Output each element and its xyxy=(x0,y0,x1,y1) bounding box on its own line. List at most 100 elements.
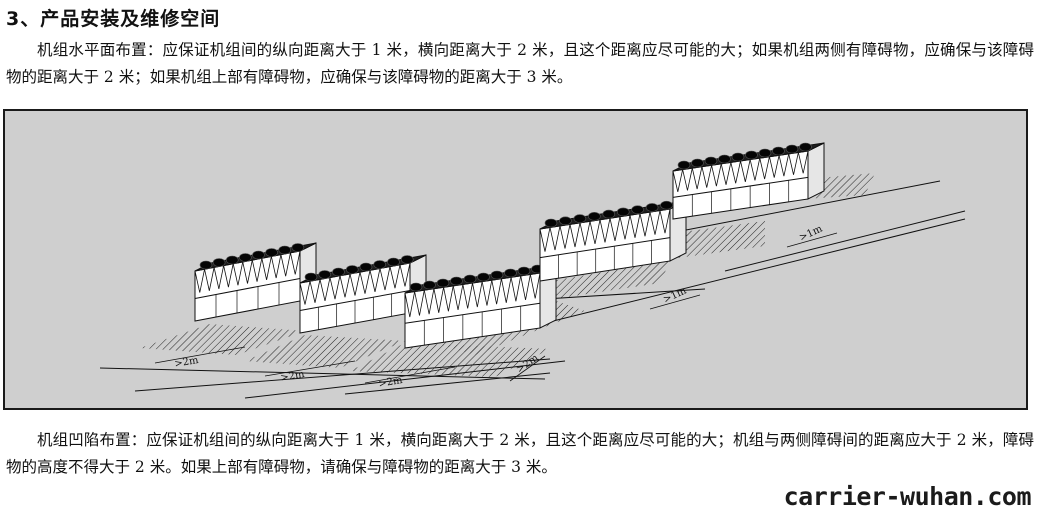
unit-coil-line xyxy=(379,266,391,291)
unit-coil-line xyxy=(423,288,435,315)
unit-fan-icon xyxy=(660,200,673,210)
unit-fan-icon xyxy=(278,245,292,255)
unit-coil-line xyxy=(389,264,401,289)
unit-coil-line xyxy=(740,159,751,182)
unit-divider-line xyxy=(404,302,541,324)
unit-coil-line xyxy=(682,168,693,191)
unit-fan-icon xyxy=(265,248,278,257)
chiller-unit-3 xyxy=(404,264,557,349)
unit-coil-line xyxy=(659,208,671,234)
recessed-layout-paragraph: 机组凹陷布置：应保证机组间的纵向距离大于 1 米，横向距离大于 2 米，且这个距… xyxy=(6,431,1034,476)
dimension-arrow-5 xyxy=(649,294,701,310)
unit-layout-diagram: >2m >2m >2m >2m >1m >1m xyxy=(99,142,966,399)
chiller-unit-5 xyxy=(672,142,825,220)
unit-coil-line xyxy=(204,267,215,291)
unit-fan-icon xyxy=(359,262,373,272)
unit-coil-line xyxy=(619,215,631,240)
unit-coil-line xyxy=(749,158,761,181)
unit-fan-icon xyxy=(504,268,517,278)
unit-coil-line xyxy=(339,273,351,298)
dimension-arrow-1 xyxy=(154,346,246,364)
unit-coil-line xyxy=(414,290,425,316)
dimension-arrow-4 xyxy=(509,355,546,382)
unit-fan-icon xyxy=(477,272,490,282)
unit-coil-line xyxy=(759,156,770,180)
unit-divider-line xyxy=(194,278,301,299)
unit-fan-icon xyxy=(199,260,213,270)
unit-coil-line xyxy=(639,211,651,237)
unit-coil-line xyxy=(349,272,361,296)
unit-coil-line xyxy=(472,281,483,308)
unit-coil-line xyxy=(213,265,225,290)
unit-fan-icon xyxy=(304,272,318,282)
unit-coil-line xyxy=(319,277,331,302)
unit-coil-line xyxy=(769,155,780,178)
unit-fan-icon xyxy=(645,203,659,212)
unit-coil-line xyxy=(579,221,591,246)
unit-fan-icon xyxy=(373,260,387,269)
unit-fan-icon xyxy=(559,216,572,226)
unit-coil-line xyxy=(549,225,561,251)
clearance-hatch-3 xyxy=(350,343,550,377)
unit-fan-icon xyxy=(544,218,558,228)
floor-line-8 xyxy=(544,218,966,324)
unit-coil-line xyxy=(510,275,522,302)
unit-fan-icon xyxy=(602,209,616,219)
unit-fan-icon xyxy=(345,265,359,274)
unit-coil-line xyxy=(520,274,531,300)
section-heading: 3、产品安装及维修空间 xyxy=(6,8,221,30)
clearance-hatch-4 xyxy=(540,261,670,301)
unit-coil-line xyxy=(194,269,205,293)
unit-coil-line xyxy=(501,277,512,303)
clearance-hatch-1 xyxy=(140,324,305,355)
website-watermark: carrier-wuhan.com xyxy=(783,482,1032,511)
unit-coil-line xyxy=(251,258,263,282)
unit-fan-icon xyxy=(745,150,758,160)
unit-coil-line xyxy=(433,287,444,313)
unit-coil-line xyxy=(730,160,741,184)
unit-fan-icon xyxy=(450,276,463,286)
unit-fan-icon xyxy=(517,266,531,276)
unit-fan-icon xyxy=(588,212,601,221)
unit-coil-line xyxy=(399,262,411,287)
unit-coil-line xyxy=(720,162,732,185)
unit-fan-icon xyxy=(436,278,450,288)
floor-line-1 xyxy=(99,367,546,380)
unit-fan-icon xyxy=(318,270,332,279)
unit-fan-icon xyxy=(400,255,414,264)
unit-fan-icon xyxy=(731,152,745,162)
unit-coil-line xyxy=(788,152,799,175)
unit-fan-icon xyxy=(291,243,305,252)
unit-coil-line xyxy=(649,210,661,235)
unit-coil-line xyxy=(569,222,581,248)
unit-coil-line xyxy=(559,224,571,249)
floor-line-7 xyxy=(724,210,966,272)
unit-coil-line xyxy=(701,165,712,188)
unit-coil-line xyxy=(369,268,381,292)
unit-fan-icon xyxy=(332,267,345,277)
chiller-unit-1 xyxy=(194,242,317,322)
unit-fan-icon xyxy=(409,282,423,292)
unit-fan-icon xyxy=(631,205,644,214)
unit-divider-line xyxy=(539,237,671,259)
floor-guide-lines xyxy=(99,180,966,399)
dimension-arrow-6 xyxy=(786,232,838,248)
unit-coil-line xyxy=(778,153,790,177)
unit-fan-icon xyxy=(772,146,785,156)
unit-fan-icon xyxy=(677,160,691,170)
unit-coil-line xyxy=(443,285,454,312)
unit-fan-icon xyxy=(463,274,477,284)
horizontal-layout-paragraph: 机组水平面布置：应保证机组间的纵向距离大于 1 米，横向距离大于 2 米，且这个… xyxy=(6,41,1034,86)
unit-coil-line xyxy=(629,213,641,238)
unit-fan-icon xyxy=(704,156,718,166)
unit-coil-line xyxy=(491,278,502,305)
floor-line-6 xyxy=(654,180,941,237)
floor-line-5 xyxy=(544,288,706,300)
dimension-arrow-3 xyxy=(364,366,456,384)
unit-coil-line xyxy=(589,219,601,245)
dimension-arrow-2 xyxy=(264,360,356,377)
unit-coil-line xyxy=(672,169,684,192)
installation-space-figure: >2m >2m >2m >2m >1m >1m xyxy=(3,109,1028,410)
unit-coil-line xyxy=(404,291,416,318)
unit-fan-icon xyxy=(718,154,731,164)
